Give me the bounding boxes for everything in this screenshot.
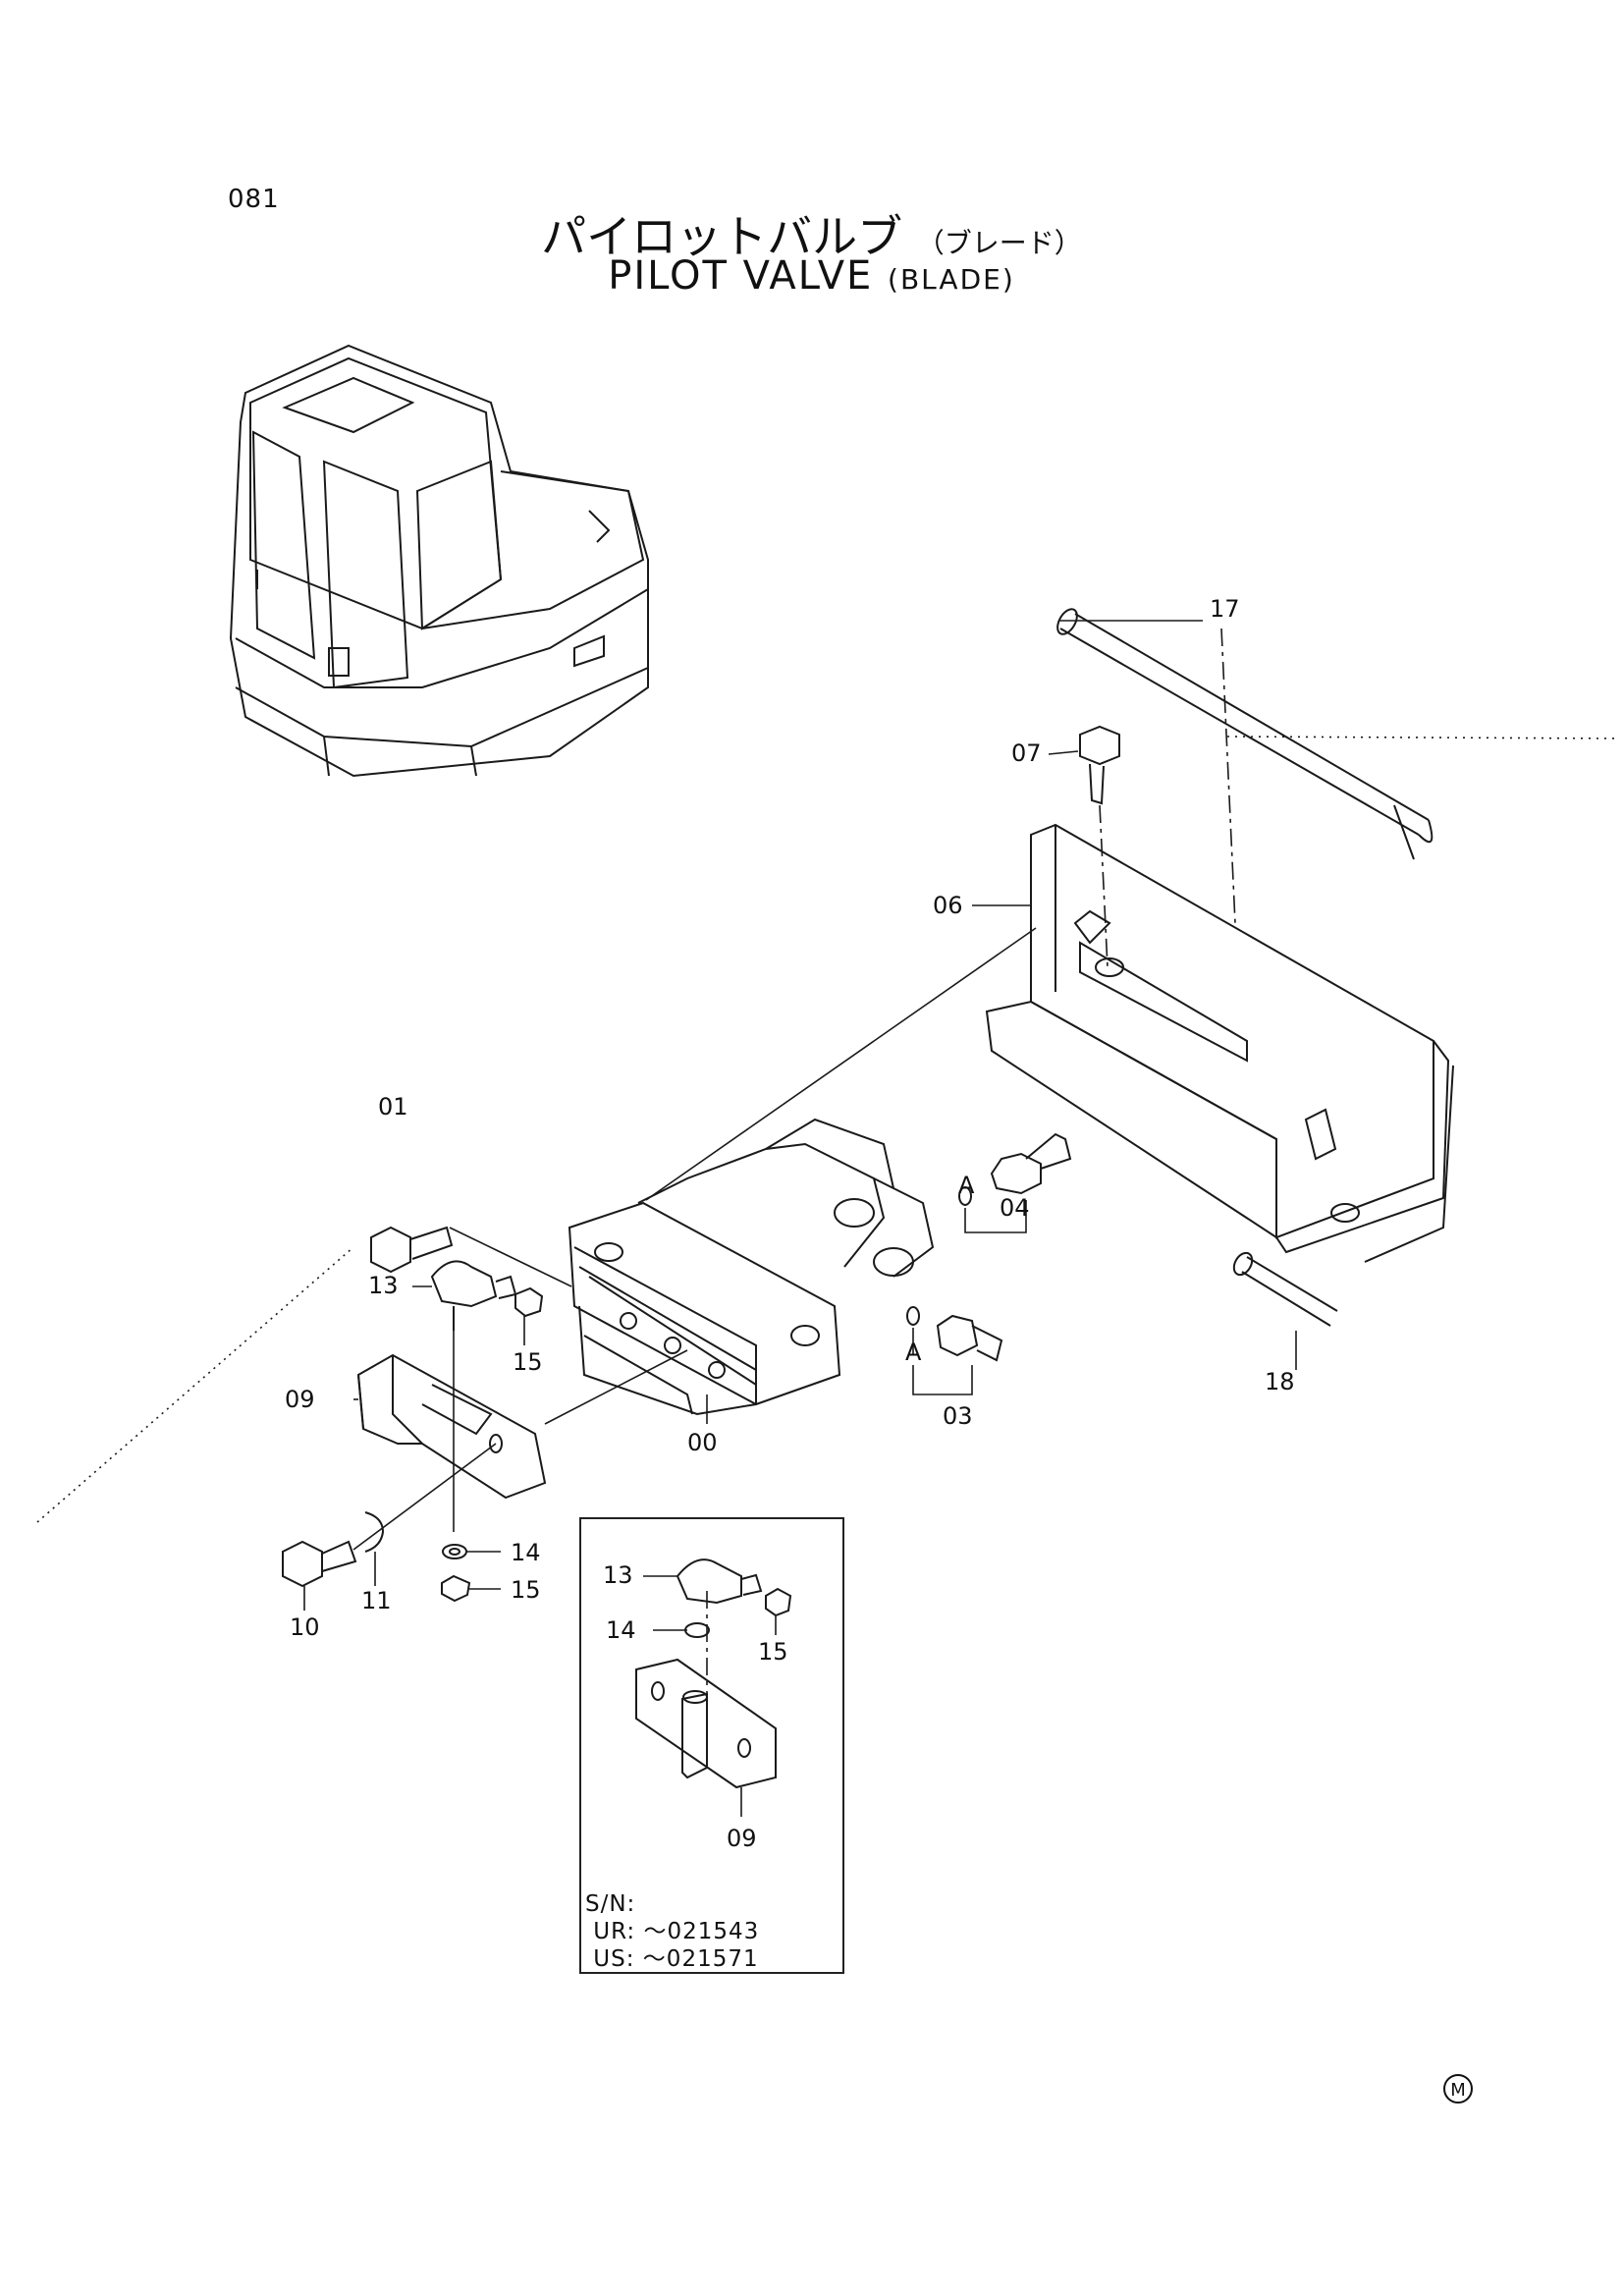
part-01-bolt (370, 1226, 454, 1274)
part-10-bolt (282, 1540, 357, 1588)
part-07-bolt (1079, 725, 1120, 805)
part-15-nut-upper (514, 1286, 544, 1318)
label-17: 17 (1210, 595, 1240, 623)
title-en-main: PILOT VALVE (608, 253, 874, 299)
part-11-washer (364, 1511, 385, 1553)
part-09-bracket (356, 1353, 547, 1500)
serial-ur: UR: ～021543 (585, 1919, 760, 1944)
part-18-hose (1232, 1251, 1338, 1327)
serial-number-note: S/N: UR: ～021543 US: ～021571 (585, 1890, 759, 1973)
title-english: PILOT VALVE (BLADE) (0, 253, 1623, 299)
inset-label-14: 14 (606, 1616, 636, 1644)
inset-label-13: 13 (603, 1561, 633, 1589)
label-14: 14 (511, 1539, 541, 1566)
part-06-bracket (985, 823, 1454, 1263)
title-en-sub: (BLADE) (888, 263, 1015, 296)
label-15-lower: 15 (511, 1576, 541, 1604)
label-07: 07 (1011, 739, 1042, 767)
title-jp-sub: （ブレード） (916, 227, 1082, 259)
serial-header: S/N: (585, 1891, 636, 1917)
label-00: 00 (687, 1429, 718, 1456)
inset-box (579, 1517, 844, 1974)
part-14-washer (442, 1544, 467, 1559)
serial-us: US: ～021571 (585, 1946, 759, 1972)
label-18: 18 (1265, 1368, 1295, 1395)
inset-label-15: 15 (758, 1638, 788, 1666)
label-11: 11 (361, 1587, 392, 1614)
label-10: 10 (290, 1613, 320, 1641)
part-17-seal-strip (1056, 608, 1434, 860)
label-15: 15 (513, 1348, 543, 1376)
inset-illustration (635, 1558, 792, 1789)
label-09: 09 (285, 1386, 315, 1413)
part-15-nut-lower (441, 1574, 471, 1603)
page-number: 081 (228, 185, 280, 214)
part-13-elbow (430, 1260, 517, 1331)
part-03-straight-fitting (906, 1306, 1003, 1362)
label-01: 01 (378, 1093, 408, 1121)
label-04: 04 (1000, 1194, 1030, 1222)
label-13: 13 (368, 1272, 399, 1299)
label-03: 03 (943, 1402, 973, 1430)
inset-label-09: 09 (727, 1825, 757, 1852)
label-A-upper: A (958, 1172, 975, 1199)
leader-lines (36, 620, 1621, 1817)
part-04-elbow-fitting (958, 1132, 1072, 1206)
label-A-lower: A (905, 1339, 922, 1366)
m-mark-icon: M (1443, 2074, 1473, 2104)
title-jp-main: パイロットバルブ (541, 210, 903, 263)
part-00-pilot-valve (568, 1118, 935, 1416)
excavator-illustration (229, 344, 649, 778)
title-japanese: パイロットバルブ （ブレード） (0, 201, 1623, 266)
label-06: 06 (933, 892, 963, 919)
